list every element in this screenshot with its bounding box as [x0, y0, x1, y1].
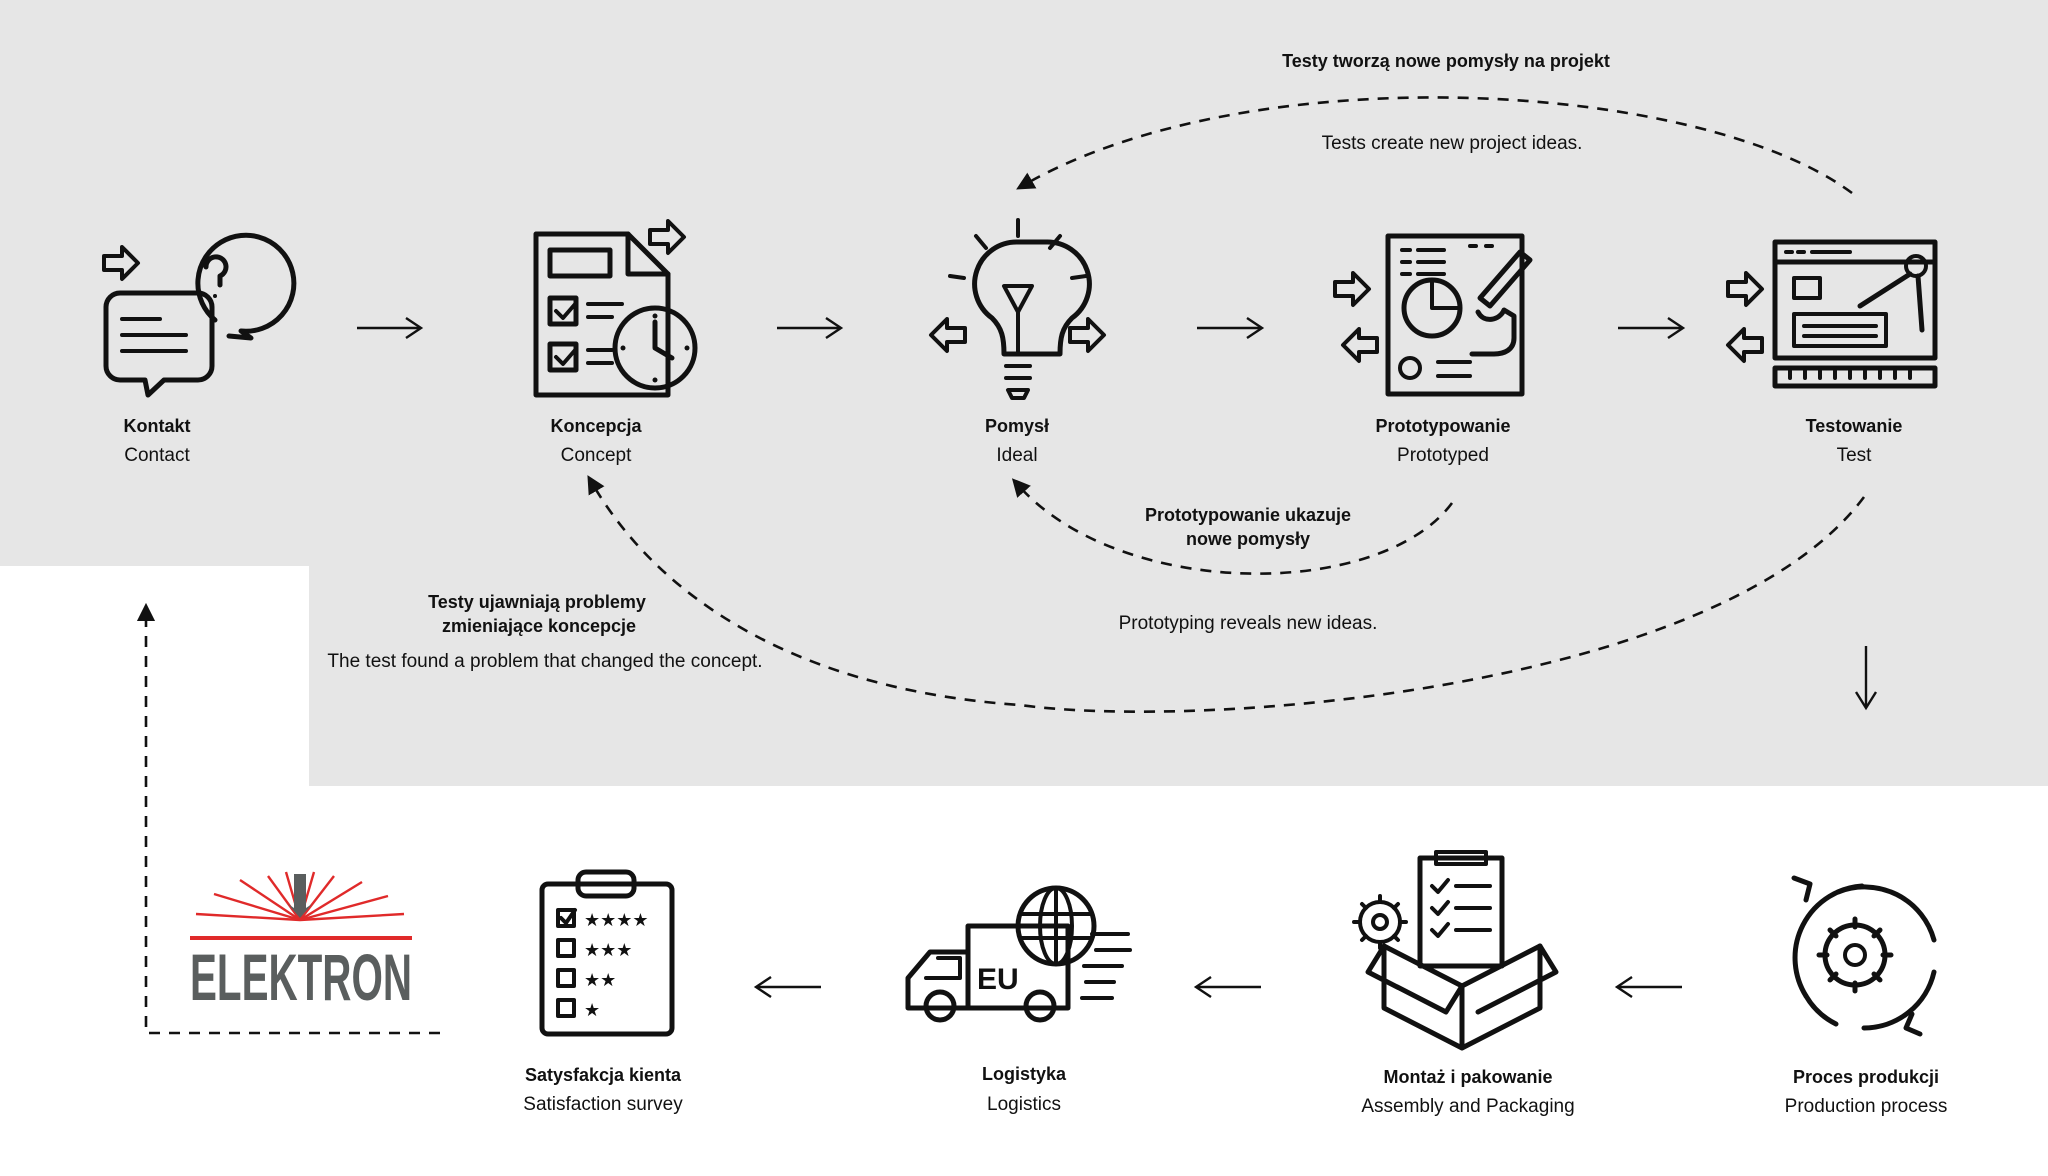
loop-sublabel-test-concept: The test found a problem that changed th… — [327, 651, 762, 672]
loop-proto-to-idea — [1011, 478, 1454, 575]
loop-test-to-idea — [1016, 96, 1853, 195]
loop-label-proto-idea-1: Prototypowanie ukazuje — [1145, 505, 1351, 525]
step-sublabel-idea: Ideal — [996, 445, 1037, 466]
flow-arrow — [1197, 317, 1265, 339]
stars-2: ★★ — [584, 970, 616, 990]
step-label-contact: Kontakt — [124, 416, 191, 436]
loop-label-proto-idea-2: nowe pomysły — [1186, 529, 1310, 549]
stars-1: ★ — [584, 1000, 600, 1020]
loop-label-test-idea: Testy tworzą nowe pomysły na projekt — [1282, 51, 1610, 71]
step-label-idea: Pomysł — [985, 416, 1049, 436]
flow-arrow-down — [1854, 646, 1878, 711]
flow-arrow-left — [753, 976, 821, 998]
step-sublabel-production: Production process — [1785, 1096, 1948, 1117]
box-checklist-icon — [1352, 850, 1559, 1051]
stars-3: ★★★ — [584, 940, 632, 960]
blueprint-pen-icon — [1333, 233, 1533, 397]
stars-4: ★★★★ — [584, 910, 649, 930]
step-label-production: Proces produkcji — [1793, 1067, 1939, 1087]
step-label-prototype: Prototypowanie — [1375, 416, 1510, 436]
document-clock-icon — [533, 219, 698, 398]
step-sublabel-assembly: Assembly and Packaging — [1361, 1096, 1574, 1117]
loop-sublabel-proto-idea: Prototyping reveals new ideas. — [1119, 613, 1378, 634]
step-sublabel-contact: Contact — [124, 445, 190, 466]
loop-sublabel-test-idea: Tests create new project ideas. — [1322, 133, 1583, 154]
rating-clipboard-icon: ★★★★ ★★★ ★★ ★ — [539, 869, 675, 1037]
flow-arrow — [777, 317, 844, 339]
flow-arrow-left — [1193, 976, 1261, 998]
step-label-concept: Koncepcja — [550, 416, 642, 436]
top-panel-background — [0, 0, 2048, 786]
loop-label-test-concept-2: zmieniające koncepcje — [442, 616, 636, 636]
step-label-test: Testowanie — [1806, 416, 1903, 436]
loop-label-test-concept-1: Testy ujawniają problemy — [428, 592, 646, 612]
step-sublabel-satisfaction: Satisfaction survey — [523, 1094, 683, 1115]
lightbulb-icon — [929, 218, 1106, 400]
eu-label: EU — [977, 963, 1019, 996]
eu-truck-icon: EU — [905, 885, 1132, 1023]
flow-arrow-left — [1614, 976, 1682, 998]
step-label-assembly: Montaż i pakowanie — [1383, 1067, 1552, 1087]
chat-question-icon — [102, 232, 297, 398]
step-sublabel-prototype: Prototyped — [1397, 445, 1489, 466]
browser-compass-icon — [1726, 239, 1938, 389]
gear-cycle-icon — [1791, 875, 1937, 1037]
step-label-satisfaction: Satysfakcja kienta — [525, 1065, 682, 1085]
step-label-logistics: Logistyka — [982, 1064, 1067, 1084]
flow-arrow — [1618, 317, 1686, 339]
flow-arrow — [357, 317, 424, 339]
logo-wordmark: ELEKTRON — [190, 940, 412, 1014]
elektron-logo: ELEKTRON — [190, 871, 412, 1014]
step-sublabel-test: Test — [1837, 445, 1873, 466]
step-sublabel-logistics: Logistics — [987, 1094, 1061, 1115]
step-sublabel-concept: Concept — [561, 445, 632, 466]
